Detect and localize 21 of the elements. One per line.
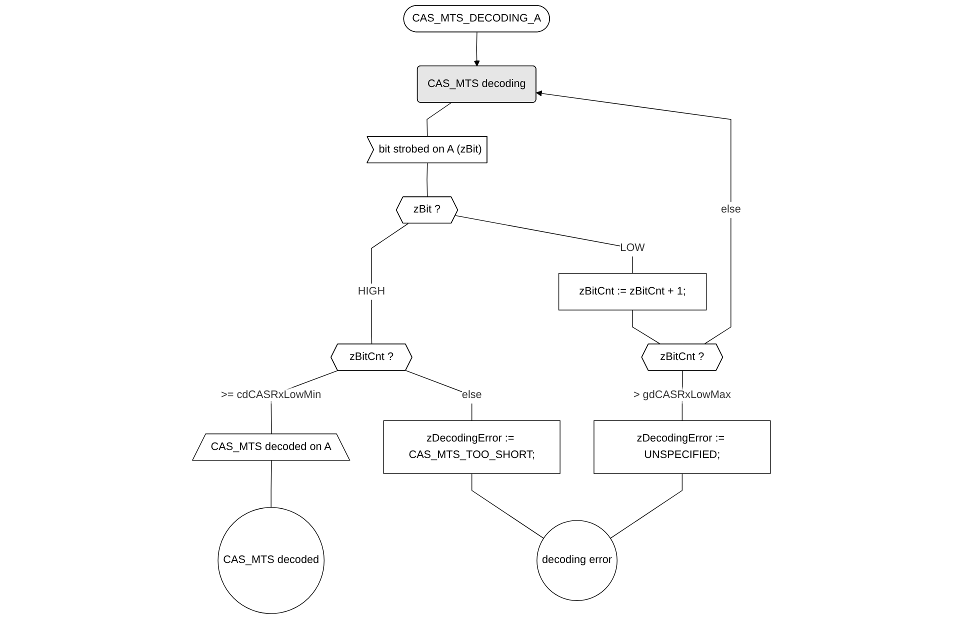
connector	[472, 473, 544, 539]
node-box: zDecodingError := CAS_MTS_TOO_SHORT;	[383, 420, 560, 474]
edge-label: > gdCASRxLowMax	[634, 389, 731, 401]
edge-label: LOW	[620, 242, 646, 254]
connector	[426, 162, 428, 198]
node-box: zDecodingError := UNSPECIFIED;	[594, 420, 771, 474]
node-box: zBitCnt := zBitCnt + 1;	[558, 273, 707, 310]
connector	[610, 473, 683, 539]
node-circle: decoding error	[536, 520, 618, 601]
connector	[632, 310, 662, 345]
edge-label: else	[721, 204, 741, 216]
edge-label: HIGH	[358, 286, 386, 298]
node-circle: CAS_MTS decoded	[218, 507, 325, 614]
connector	[455, 215, 633, 274]
connector	[406, 370, 472, 421]
arrow	[474, 32, 480, 66]
connector	[426, 102, 452, 138]
arrow	[536, 90, 732, 345]
edge-label: else	[462, 389, 482, 401]
connector	[270, 460, 272, 508]
edge-label: >= cdCASRxLowMin	[221, 389, 322, 401]
